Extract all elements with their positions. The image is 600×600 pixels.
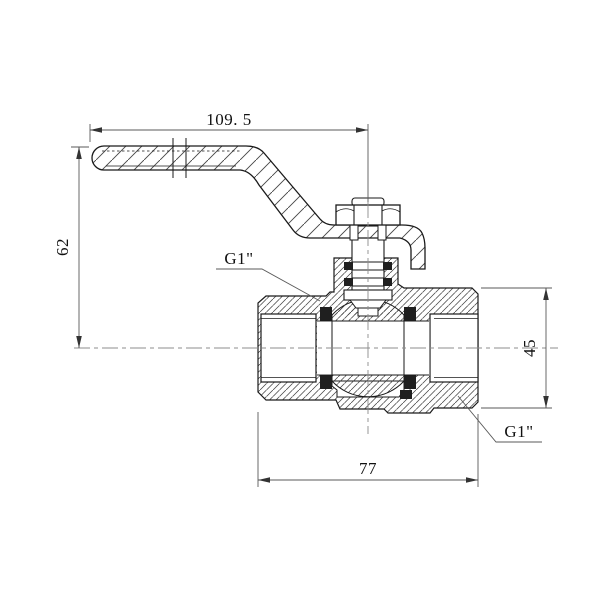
nut-chamfer-arc [381,208,401,213]
nut-chamfer-arc [335,208,355,213]
seat-top-left [320,307,332,321]
ball-seats [320,307,416,399]
seat-bottom-left [320,375,332,389]
valve-handle [91,138,426,270]
arrowhead [466,477,478,483]
label-left-port: G1" [216,249,321,302]
port-labels: G1" G1" [216,249,542,443]
label-text-left-port: G1" [224,249,253,268]
stem-square-left [349,224,359,241]
seat-top-right [404,307,416,321]
dimension-body-height: 45 [481,287,552,409]
dim-text-handle-length: 109. 5 [206,110,252,129]
arrowhead [543,288,549,300]
seat-bottom-right [404,375,416,389]
arrowhead [76,336,82,348]
centerlines [74,202,558,434]
arrowhead [76,147,82,159]
arrowhead [258,477,270,483]
dimension-body-length: 77 [257,412,479,487]
stem-o-rings [344,262,392,286]
passage-edges [317,320,429,376]
handle-break-lines [172,138,187,178]
arrowhead [543,396,549,408]
dim-text-handle-height: 62 [53,238,72,256]
drain-seal [400,390,412,399]
dim-text-body-length: 77 [359,459,377,478]
dimension-handle-length: 109. 5 [89,110,369,202]
dim-text-body-height: 45 [520,339,539,357]
arrowhead [90,127,102,133]
handle-outline [91,145,426,270]
arrowhead [356,127,368,133]
label-right-port: G1" [457,395,542,443]
dimension-handle-height: 62 [53,146,89,348]
dimensions: 109. 5 62 45 77 [53,110,552,487]
label-text-right-port: G1" [504,422,533,441]
stem-saddle [349,299,387,309]
stem-square-right [377,224,387,241]
